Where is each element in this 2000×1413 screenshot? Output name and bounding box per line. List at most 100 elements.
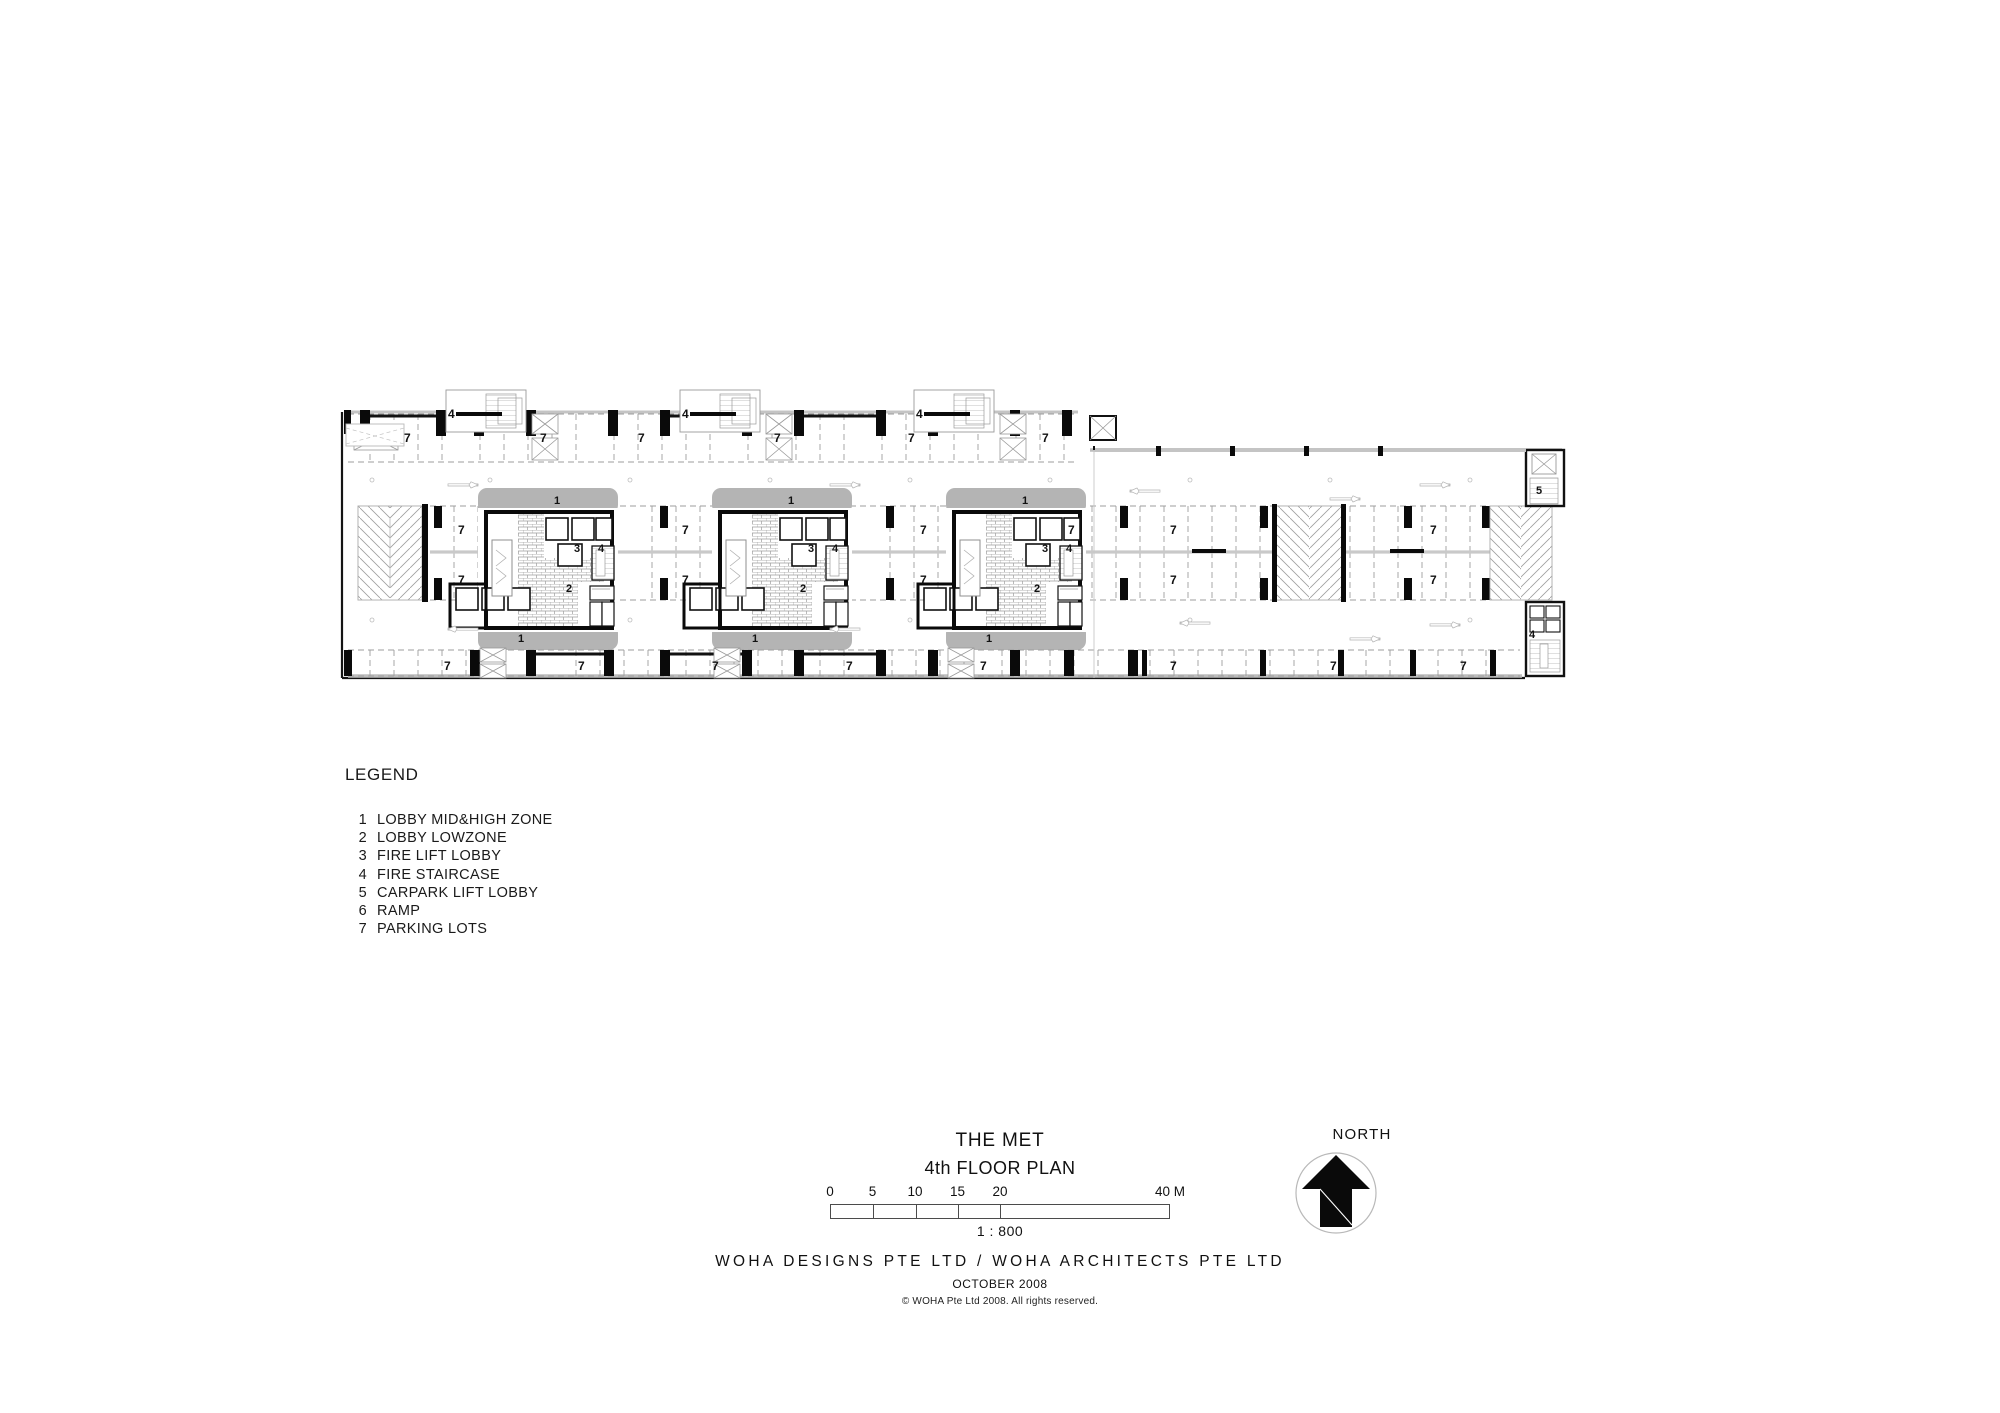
scale-tick-label: 20: [992, 1184, 1008, 1199]
room-tag-carpark-lift-lobby: 5: [1536, 485, 1542, 497]
legend-item-label: PARKING LOTS: [377, 921, 488, 938]
legend-item-number: 4: [358, 866, 367, 883]
annex-carpark-lift-lobby: 5: [1524, 448, 1566, 508]
issue-date: OCTOBER 2008: [952, 1277, 1048, 1291]
parking-tag: 7: [1330, 659, 1337, 673]
parking-tag: 7: [1042, 431, 1049, 445]
room-tag-lobby-mid-high: 1: [788, 495, 794, 507]
room-tag-fire-lift-lobby: 3: [808, 543, 814, 555]
title-block: THE MET 4th FLOOR PLAN: [0, 1130, 2000, 1179]
room-tag-fire-lift-lobby: 3: [574, 543, 580, 555]
legend-item-number: 2: [358, 830, 367, 847]
room-tag-lobby-low: 2: [566, 583, 572, 595]
parking-tag: 7: [1460, 659, 1467, 673]
floor-markers: [369, 477, 1473, 623]
parking-tag: 7: [712, 659, 719, 673]
scale-bar-division: [915, 1205, 917, 1218]
parking-tag: 7: [458, 573, 465, 587]
annex-fire-stair-east: 4: [1524, 600, 1566, 678]
core-tower-center: 3 4 2 1 1: [682, 488, 852, 650]
room-tag-lobby-low: 2: [1034, 583, 1040, 595]
parking-tag: 7: [682, 573, 689, 587]
stair-tower-group: 4 4 4: [445, 389, 995, 433]
scale-bar-division: [957, 1205, 959, 1218]
parking-tag: 7: [980, 659, 987, 673]
legend-item: 5 CARPARK LIFT LOBBY: [345, 884, 553, 902]
room-tag-fire-staircase: 4: [682, 407, 689, 421]
north-arrow-block: NORTH: [1290, 1126, 1440, 1244]
legend-item-label: FIRE STAIRCASE: [377, 866, 501, 883]
parking-tag: 7: [846, 659, 853, 673]
scale-bar-graphic: [830, 1204, 1170, 1219]
parking-tag: 7: [920, 573, 927, 587]
legend-item-label: CARPARK LIFT LOBBY: [377, 884, 539, 901]
parking-tag: 7: [638, 431, 645, 445]
parking-tag: 7: [404, 431, 411, 445]
ramp-center: [1272, 504, 1346, 602]
scale-tick-label: 0: [826, 1184, 834, 1199]
legend-item: 3 FIRE LIFT LOBBY: [345, 847, 553, 865]
legend-item-label: LOBBY LOWZONE: [377, 830, 507, 847]
scale-bar: 0 5 10 15 20 40 M 1 : 800: [826, 1184, 1185, 1239]
scale-tick-label: 40 M: [1154, 1184, 1186, 1199]
room-tag-lobby-mid-high: 1: [986, 633, 992, 645]
room-tag-fire-staircase: 4: [832, 543, 839, 555]
parking-tag: 7: [540, 431, 547, 445]
room-tag-lobby-mid-high: 1: [554, 495, 560, 507]
legend-item-number: 1: [358, 812, 367, 828]
scale-tick-label: 5: [868, 1184, 877, 1199]
sheet-title: 4th FLOOR PLAN: [924, 1158, 1076, 1178]
scale-bar-ticks: 0 5 10 15 20 40 M: [826, 1184, 1185, 1204]
scale-ratio: 1 : 800: [976, 1223, 1024, 1239]
legend-heading: LEGEND: [345, 765, 419, 784]
legend-item-label: RAMP: [377, 903, 421, 920]
room-tag-fire-staircase: 4: [1066, 543, 1073, 555]
legend: LEGEND 1 LOBBY MID&HIGH ZONE 2 LOBBY LOW…: [345, 765, 553, 938]
legend-item: 6 RAMP: [345, 902, 553, 920]
room-tag-fire-staircase: 4: [448, 407, 455, 421]
firm-credit: WOHA DESIGNS PTE LTD / WOHA ARCHITECTS P…: [715, 1253, 1285, 1270]
parking-tag: 7: [920, 523, 927, 537]
ramp-east: [1489, 505, 1553, 601]
parking-tag: 7: [682, 523, 689, 537]
room-tag-fire-staircase: 4: [916, 407, 923, 421]
legend-list: 1 LOBBY MID&HIGH ZONE 2 LOBBY LOWZONE 3 …: [345, 811, 553, 938]
room-tag-lobby-mid-high: 1: [1022, 495, 1028, 507]
scale-tick-label: 15: [949, 1184, 966, 1199]
legend-item: 7 PARKING LOTS: [345, 920, 553, 938]
legend-item-number: 5: [358, 884, 367, 901]
parking-tag: 7: [908, 431, 915, 445]
parking-tag: 7: [1430, 573, 1437, 587]
core-tower-west: 3 4 2 1 1: [448, 488, 618, 650]
legend-item: 2 LOBBY LOWZONE: [345, 829, 553, 847]
legend-item: 4 FIRE STAIRCASE: [345, 866, 553, 884]
parking-tag: 7: [774, 431, 781, 445]
scale-tick-label: 10: [907, 1184, 923, 1199]
north-label: NORTH: [1332, 1126, 1392, 1143]
legend-item-number: 7: [358, 921, 367, 938]
parking-tag-group: 7 7 7 7 7 7 7 7 7 7 7 7 7 7 7 7 7 7 7 7: [404, 431, 1467, 673]
parking-tag: 7: [1430, 523, 1437, 537]
project-title: THE MET: [955, 1130, 1045, 1151]
plan-outer-walls: [340, 412, 1525, 680]
parking-tag: 7: [1170, 659, 1177, 673]
legend-item-number: 6: [358, 903, 367, 920]
plan-bottom-parking-row: [344, 647, 1520, 679]
parking-tag: 7: [458, 523, 465, 537]
room-tag-lobby-low: 2: [800, 583, 806, 595]
ramp-west: [357, 504, 428, 602]
parking-tag: 7: [1170, 573, 1177, 587]
scale-bar-division: [873, 1205, 875, 1218]
parking-tag: 7: [1170, 523, 1177, 537]
floor-plan-drawing: 4 4 4: [330, 388, 1590, 718]
room-tag-fire-staircase: 4: [598, 543, 605, 555]
credits-block: WOHA DESIGNS PTE LTD / WOHA ARCHITECTS P…: [0, 1253, 2000, 1307]
plan-right-wall-band: [1093, 446, 1526, 456]
scale-bar-division: [1000, 1205, 1002, 1218]
room-tag-lobby-mid-high: 1: [518, 633, 524, 645]
floor-plan-svg: 4 4 4: [340, 389, 1566, 680]
legend-item-number: 3: [358, 848, 367, 865]
room-tag-lobby-mid-high: 1: [752, 633, 758, 645]
room-tag-fire-lift-lobby: 3: [1042, 543, 1048, 555]
